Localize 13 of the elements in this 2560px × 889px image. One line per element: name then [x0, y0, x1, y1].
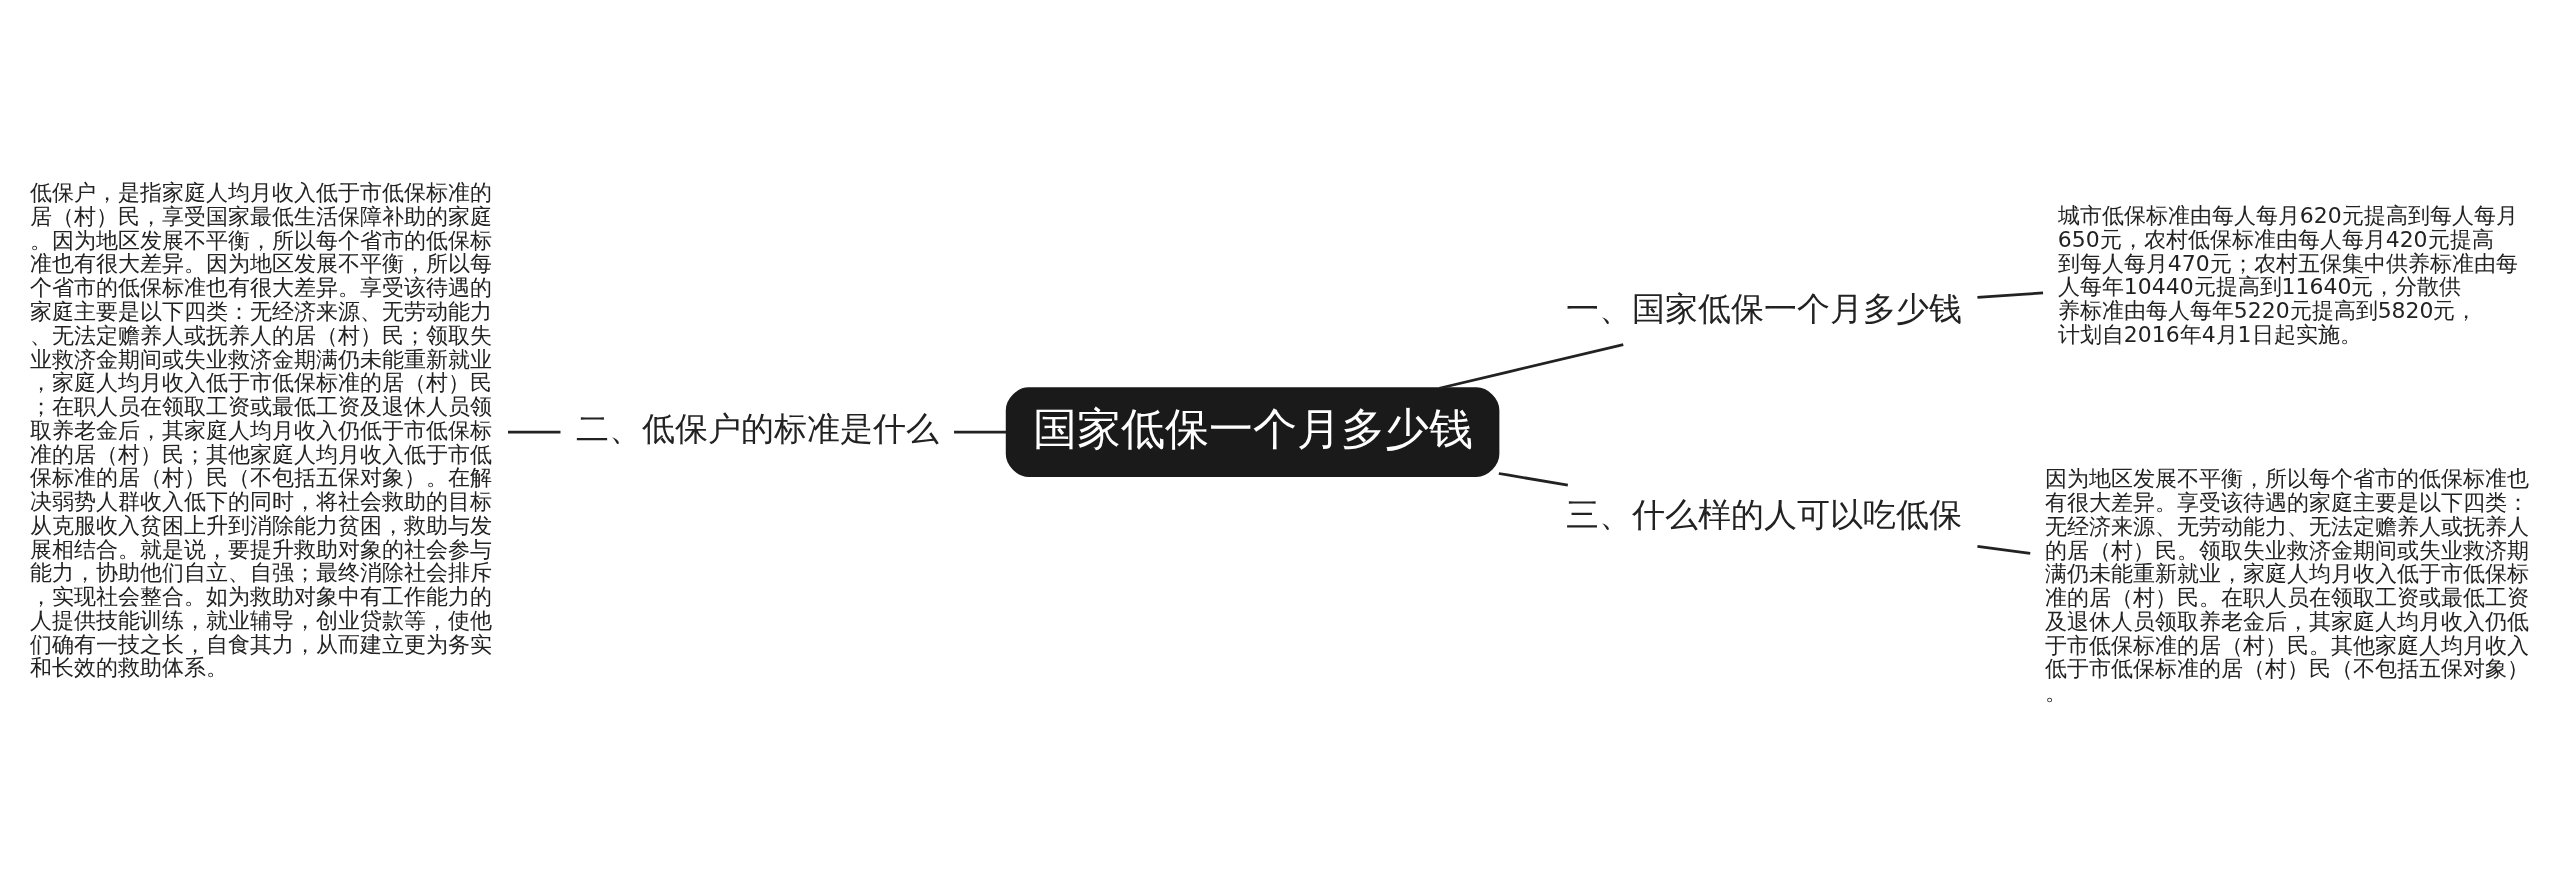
node-text: 城市低保标准由每人每月620元提高到每人每月650元，农村低保标准由每人每月420元提高到每人每月470元；农村五保集中供养标准由每人每年10440元提高到11640元，分散供养标准由每人每年5220元提高到5820元，计划自2016年4月1日起实施。 [2057, 203, 2518, 347]
connector [1977, 545, 2031, 555]
connector [1498, 472, 1569, 487]
node-text: 一、国家低保一个月多少钱 [1566, 288, 1963, 328]
node-box: 国家低保一个月多少钱 [1005, 387, 1500, 477]
node-text: 低保户，是指家庭人均月收入低于市低保标准的居（村）民，享受国家最低生活保障补助的家庭。因为地区发展不平衡，所以每个省市的低保标准也有很大差异。因为地区发展不平衡，所以每个省市的低保标准也有很大差异。享受该待遇的家庭主要是以下四类：无经济来源、无劳动能力、无法定赡养人或抚养人的居（村）民；领取失业救济金期间或失业救济金期满仍未能重新就业，家庭人均月收入低于市低保标准的居（村）民；在职人员在领取工资或最低工资及退休人员领取养老金后，其家庭人均月收入仍低于市低保标准的居（村）民；其他家庭人均月收入低于市低保标准的居（村）民（不包括五保对象）。在解决弱势人群收入低下的同时，将社会救助的目标从克服收入贫困上升到消除能力贫困，救助与发展相结合。就是说，要提升救助对象的社会参与能力，协助他们自立、自强；最终消除社会排斥，实现社会整合。如为救助对象中有工作能力的人提供技能训练，就业辅导，创业贷款等，使他们确有一技之长，自食其力，从而建立更为务实和长效的救助体系。 [30, 180, 493, 681]
node-text: 因为地区发展不平衡，所以每个省市的低保标准也有很大差异。享受该待遇的家庭主要是以下四类：无经济来源、无劳动能力、无法定赡养人或抚养人的居（村）民。领取失业救济金期间或失业救济期满仍未能重新就业，家庭人均月收入低于市低保标准的居（村）民。在职人员在领取工资或最低工资及退休人员领取养老金后，其家庭人均月收入仍低于市低保标准的居（村）民。其他家庭人均月收入低于市低保标准的居（村）民（不包括五保对象）。 [2045, 466, 2530, 706]
node-text: 二、低保户的标准是什么 [575, 409, 939, 449]
connector [1977, 291, 2044, 299]
connector [954, 430, 1007, 434]
node-text: 三、什么样的人可以吃低保 [1566, 495, 1963, 535]
connector [1439, 343, 1624, 390]
connector [508, 430, 561, 434]
